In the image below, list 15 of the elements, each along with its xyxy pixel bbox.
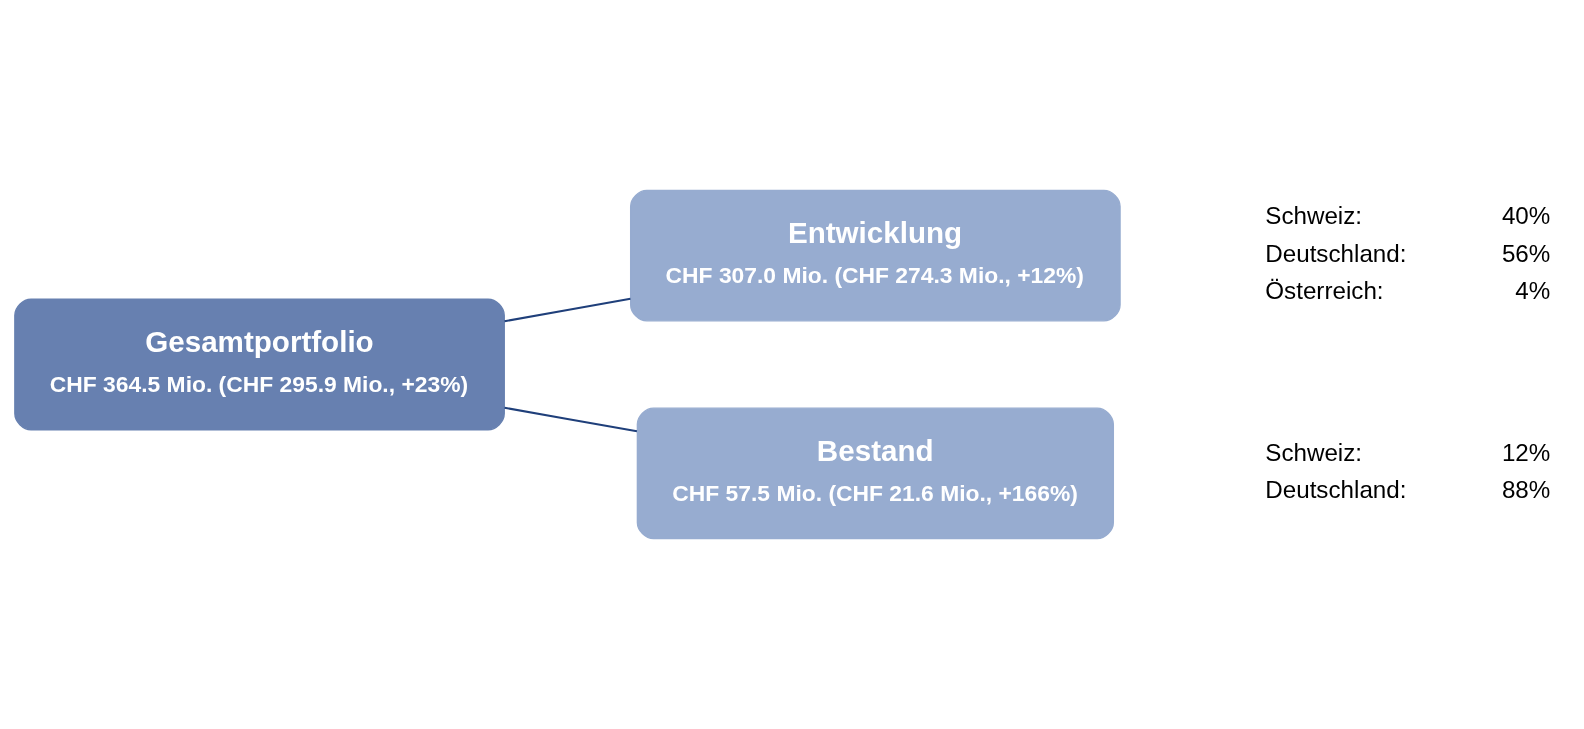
node-label: 12% bbox=[1501, 438, 1551, 466]
node-box: Bestand CHF 57.5 Mio. (CHF 21.6 Mio., +166%) bbox=[636, 407, 1114, 540]
connector bbox=[504, 406, 638, 433]
node-label: Deutschland: bbox=[1265, 239, 1407, 267]
node-label: 88% bbox=[1501, 476, 1551, 504]
node-box: Gesamtportfolio CHF 364.5 Mio. (CHF 295.9 Mio., +23%) bbox=[14, 298, 505, 431]
node-label: Schweiz: bbox=[1265, 201, 1363, 229]
node-label: Österreich: bbox=[1265, 277, 1384, 305]
node-label: 40% bbox=[1501, 201, 1551, 229]
node-label: Schweiz: bbox=[1265, 438, 1363, 466]
node-label: Deutschland: bbox=[1265, 476, 1407, 504]
connector bbox=[504, 297, 631, 323]
node-box: Entwicklung CHF 307.0 Mio. (CHF 274.3 Mio., +12%) bbox=[630, 189, 1121, 322]
node-label: 4% bbox=[1515, 277, 1551, 305]
node-label: 56% bbox=[1501, 239, 1551, 267]
